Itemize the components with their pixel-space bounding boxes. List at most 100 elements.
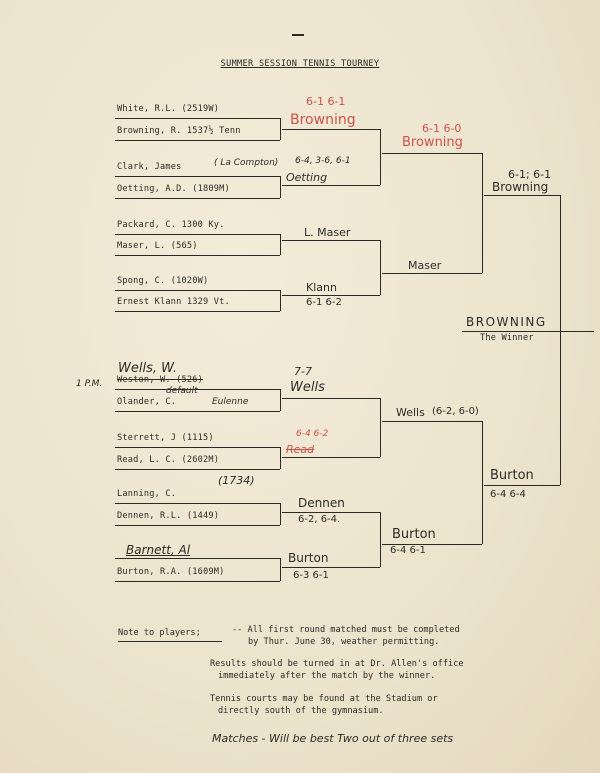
bracket-line bbox=[280, 234, 281, 255]
bracket-line bbox=[115, 525, 280, 526]
notes-handwritten: Matches - Will be best Two out of three … bbox=[212, 732, 454, 745]
round2-winner-5: Wells bbox=[290, 380, 325, 395]
top-dash bbox=[292, 34, 304, 36]
bracket-line bbox=[115, 255, 280, 256]
round3-winner-3: Wells bbox=[396, 406, 425, 419]
player-dennen: Dennen, R.L. (1449) bbox=[117, 511, 220, 521]
bracket-line bbox=[115, 558, 280, 559]
player-white: White, R.L. (2519W) bbox=[117, 104, 220, 114]
bracket-line bbox=[382, 153, 482, 154]
round2-score-8: 6-3 6-1 bbox=[293, 570, 329, 581]
round3-score-3: (6-2, 6-0) bbox=[432, 406, 479, 417]
bracket-line bbox=[115, 176, 280, 177]
player-clark-note: ( La Compton) bbox=[214, 158, 279, 168]
player-clark: Clark, James bbox=[117, 162, 182, 172]
bracket-line bbox=[382, 421, 482, 422]
player-browning: Browning, R. 1537½ Tenn bbox=[117, 126, 241, 136]
player-oetting: Oetting, A.D. (1809M) bbox=[117, 184, 230, 194]
round4-score-2: 6-4 6-4 bbox=[490, 489, 526, 500]
player-olander-note: Eulenne bbox=[212, 397, 249, 407]
notes-line-3: Results should be turned in at Dr. Allen… bbox=[210, 659, 464, 669]
player-spong: Spong, C. (1020W) bbox=[117, 276, 209, 286]
bracket-line bbox=[380, 512, 381, 567]
notes-line-5: Tennis courts may be found at the Stadiu… bbox=[210, 694, 438, 704]
round2-winner-2: Oetting bbox=[286, 171, 328, 184]
player-klann: Ernest Klann 1329 Vt. bbox=[117, 297, 230, 307]
round4-winner-2: Burton bbox=[490, 468, 534, 483]
bracket-line bbox=[282, 457, 380, 458]
notes-label-underline bbox=[118, 641, 222, 642]
bracket-line bbox=[115, 411, 280, 412]
bracket-line bbox=[380, 398, 381, 457]
bracket-line bbox=[282, 185, 380, 186]
bracket-line bbox=[280, 290, 281, 311]
bracket-line bbox=[115, 118, 280, 119]
bracket-line bbox=[282, 567, 380, 568]
round2-winner-3: L. Maser bbox=[304, 226, 351, 239]
bracket-line bbox=[115, 447, 280, 448]
player-barnett: Barnett, Al bbox=[126, 543, 191, 557]
bracket-line bbox=[280, 503, 281, 525]
default-note: default bbox=[166, 386, 198, 396]
round2-winner-6: Read bbox=[286, 443, 315, 456]
bracket-line bbox=[482, 421, 483, 544]
bracket-line bbox=[115, 198, 280, 199]
bracket-line bbox=[380, 240, 381, 295]
round4-score-1: 6-1; 6-1 bbox=[508, 168, 552, 181]
round2-score-1: 6-1 6-1 bbox=[306, 95, 346, 108]
round3-winner-1: Browning bbox=[402, 135, 463, 150]
notes-line-6: directly south of the gymnasium. bbox=[218, 706, 384, 716]
round2-score-7: 6-2, 6-4. bbox=[298, 514, 341, 525]
player-lanning-note: (1734) bbox=[218, 474, 255, 487]
bracket-line bbox=[482, 153, 483, 273]
player-olander: Olander, C. bbox=[117, 397, 177, 407]
player-sterrett: Sterrett, J (1115) bbox=[117, 433, 214, 443]
bracket-line bbox=[115, 140, 280, 141]
bracket-line bbox=[560, 195, 561, 485]
bracket-line bbox=[280, 389, 281, 411]
bracket-line bbox=[282, 129, 380, 130]
player-weston: Weston, W. (526) bbox=[117, 375, 203, 385]
round2-winner-7: Dennen bbox=[298, 496, 345, 510]
bracket-line bbox=[282, 398, 380, 399]
bracket-line bbox=[115, 469, 280, 470]
bracket-line bbox=[484, 195, 560, 196]
bracket-line bbox=[115, 234, 280, 235]
notes-line-2: by Thur. June 30, weather permitting. bbox=[248, 637, 440, 647]
bracket-line bbox=[115, 389, 280, 390]
bracket-line bbox=[282, 240, 380, 241]
champion-name: BROWNING bbox=[466, 315, 547, 329]
player-lanning: Lanning, C. bbox=[117, 489, 177, 499]
round2-winner-8: Burton bbox=[288, 551, 329, 565]
round2-score-5: 7-7 bbox=[294, 365, 312, 378]
page-title: SUMMER SESSION TENNIS TOURNEY bbox=[220, 59, 380, 69]
champion-line bbox=[462, 331, 594, 332]
round2-score-4: 6-1 6-2 bbox=[306, 297, 342, 308]
round2-winner-1: Browning bbox=[290, 112, 356, 128]
bracket-line bbox=[280, 176, 281, 198]
notes-line-1: -- All first round matched must be compl… bbox=[232, 625, 460, 635]
notes-line-4: immediately after the match by the winne… bbox=[218, 671, 436, 681]
round2-winner-4: Klann bbox=[306, 281, 337, 294]
player-read: Read, L. C. (2602M) bbox=[117, 455, 220, 465]
round3-winner-2: Maser bbox=[408, 259, 442, 272]
bracket-line bbox=[115, 290, 280, 291]
round3-score-4: 6-4 6-1 bbox=[390, 545, 426, 556]
bracket-line bbox=[115, 503, 280, 504]
bracket-line bbox=[382, 544, 482, 545]
player-maser: Maser, L. (565) bbox=[117, 241, 198, 251]
round3-score-1: 6-1 6-0 bbox=[422, 122, 462, 135]
bracket-line bbox=[115, 311, 280, 312]
round2-score-6: 6-4 6-2 bbox=[296, 429, 329, 439]
player-packard: Packard, C. 1300 Ky. bbox=[117, 220, 225, 230]
bracket-line bbox=[382, 273, 482, 274]
champion-label: The Winner bbox=[480, 333, 534, 343]
player-wells-handwritten: Wells, W. bbox=[118, 361, 178, 376]
bracket-line bbox=[380, 129, 381, 185]
bracket-line bbox=[280, 558, 281, 581]
round3-winner-4: Burton bbox=[392, 527, 436, 542]
margin-note: 1 P.M. bbox=[76, 379, 103, 389]
notes-label: Note to players; bbox=[118, 628, 201, 638]
bracket-line bbox=[484, 485, 560, 486]
